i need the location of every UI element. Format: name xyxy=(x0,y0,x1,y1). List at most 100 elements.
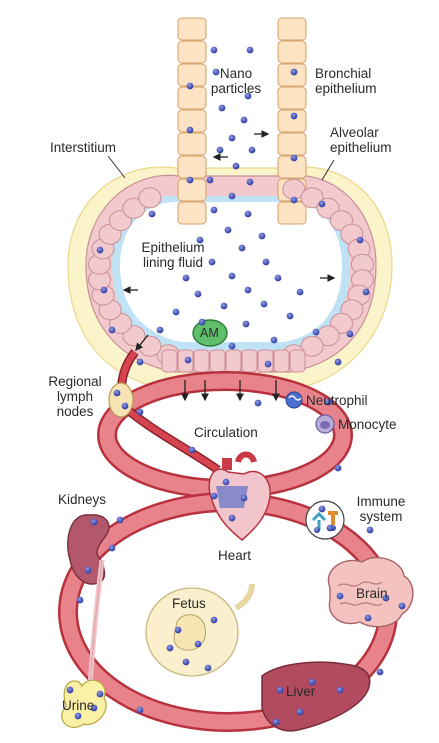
nanoparticle xyxy=(246,178,254,186)
nanoparticle xyxy=(308,678,316,686)
nanoparticle xyxy=(290,68,298,76)
nanoparticle xyxy=(228,192,236,200)
nanoparticle xyxy=(148,210,156,218)
nanoparticle xyxy=(270,336,278,344)
nanoparticle xyxy=(238,244,246,252)
nanoparticle xyxy=(228,342,236,350)
label-liver: Liver xyxy=(286,684,316,699)
nanoparticle xyxy=(296,288,304,296)
nanoparticle xyxy=(194,640,202,648)
lymph-nodes xyxy=(108,382,134,418)
alveolar-cell xyxy=(122,197,146,219)
nanoparticle xyxy=(274,274,282,282)
alveolar-cell xyxy=(316,325,340,347)
nanoparticle xyxy=(206,176,214,184)
bronchial-cell xyxy=(177,132,207,156)
nanoparticle xyxy=(66,686,74,694)
alveolar-cell xyxy=(225,349,242,373)
bronchial-cell xyxy=(177,86,207,110)
nanoparticle xyxy=(74,712,82,720)
nanoparticle xyxy=(336,592,344,600)
nanoparticle xyxy=(182,658,190,666)
alveolar-cell xyxy=(241,349,258,373)
nanoparticle xyxy=(244,92,252,100)
nanoparticle xyxy=(286,312,294,320)
nanoparticle xyxy=(228,134,236,142)
nanoparticle xyxy=(318,200,326,208)
nanoparticle xyxy=(210,206,218,214)
nanoparticle xyxy=(186,176,194,184)
nanoparticle xyxy=(312,328,320,336)
nanoparticle xyxy=(398,602,406,610)
label-heart: Heart xyxy=(218,548,252,563)
nanoparticle xyxy=(166,644,174,652)
alveolar-cell xyxy=(300,335,324,357)
bronchial-cell xyxy=(177,155,207,179)
nanoparticle xyxy=(244,210,252,218)
transport-arrows xyxy=(122,130,336,402)
monocyte-cell xyxy=(315,414,335,434)
nanoparticle xyxy=(208,258,216,266)
nanoparticle xyxy=(136,358,144,366)
alveolar-cell xyxy=(273,349,290,373)
nanoparticle xyxy=(228,514,236,522)
nanoparticle xyxy=(228,272,236,280)
nanoparticle xyxy=(290,112,298,120)
nanoparticle xyxy=(240,116,248,124)
neutrophil-cell xyxy=(285,391,303,409)
alveolar-cell xyxy=(138,187,162,209)
nanoparticle xyxy=(334,358,342,366)
nanoparticle xyxy=(260,300,268,308)
nanoparticle xyxy=(336,686,344,694)
bronchial-cell xyxy=(277,86,307,110)
bronchial-cell xyxy=(277,17,307,41)
alveolar-macrophage xyxy=(192,319,228,347)
label-am: AM xyxy=(200,326,219,340)
bronchial-cell xyxy=(277,63,307,87)
nanoparticle xyxy=(222,478,230,486)
nanoparticle xyxy=(334,464,342,472)
nanoparticle xyxy=(324,398,332,406)
label-kidneys: Kidneys xyxy=(58,492,107,507)
alveolar-airspace xyxy=(120,201,342,342)
nanoparticle xyxy=(264,360,272,368)
nanoparticle xyxy=(174,626,182,634)
nanoparticle xyxy=(364,614,372,622)
nanoparticle xyxy=(210,616,218,624)
nanoparticle xyxy=(366,526,374,534)
nanoparticle xyxy=(184,356,192,364)
bronchial-cell xyxy=(277,109,307,133)
nanoparticle xyxy=(318,505,326,513)
nanoparticle xyxy=(136,408,144,416)
nanoparticles xyxy=(66,46,406,726)
nanoparticle xyxy=(326,524,334,532)
alveolar-cell xyxy=(289,349,306,373)
nanoparticle xyxy=(248,146,256,154)
nanoparticle xyxy=(76,596,84,604)
nanoparticle xyxy=(220,302,228,310)
nanoparticle xyxy=(254,399,262,407)
nanoparticle xyxy=(216,146,224,154)
nanoparticle xyxy=(376,668,384,676)
nanoparticle xyxy=(262,258,270,266)
bronchial-cell xyxy=(277,201,307,225)
kidney-organ xyxy=(67,514,110,691)
alveolar-cell xyxy=(193,349,210,373)
alveolar-cell xyxy=(300,187,324,209)
label-fetus: Fetus xyxy=(172,596,206,611)
urine-droplet xyxy=(61,679,107,728)
nanoparticle xyxy=(182,274,190,282)
nanoparticle xyxy=(356,236,364,244)
nanoparticle xyxy=(194,290,202,298)
bronchial-cell xyxy=(177,63,207,87)
alveolar-cell xyxy=(161,349,178,373)
nanoparticle xyxy=(210,46,218,54)
nanoparticle xyxy=(96,246,104,254)
bronchial-cell xyxy=(177,201,207,225)
nanoparticle xyxy=(198,318,206,326)
nanoparticle xyxy=(272,718,280,726)
